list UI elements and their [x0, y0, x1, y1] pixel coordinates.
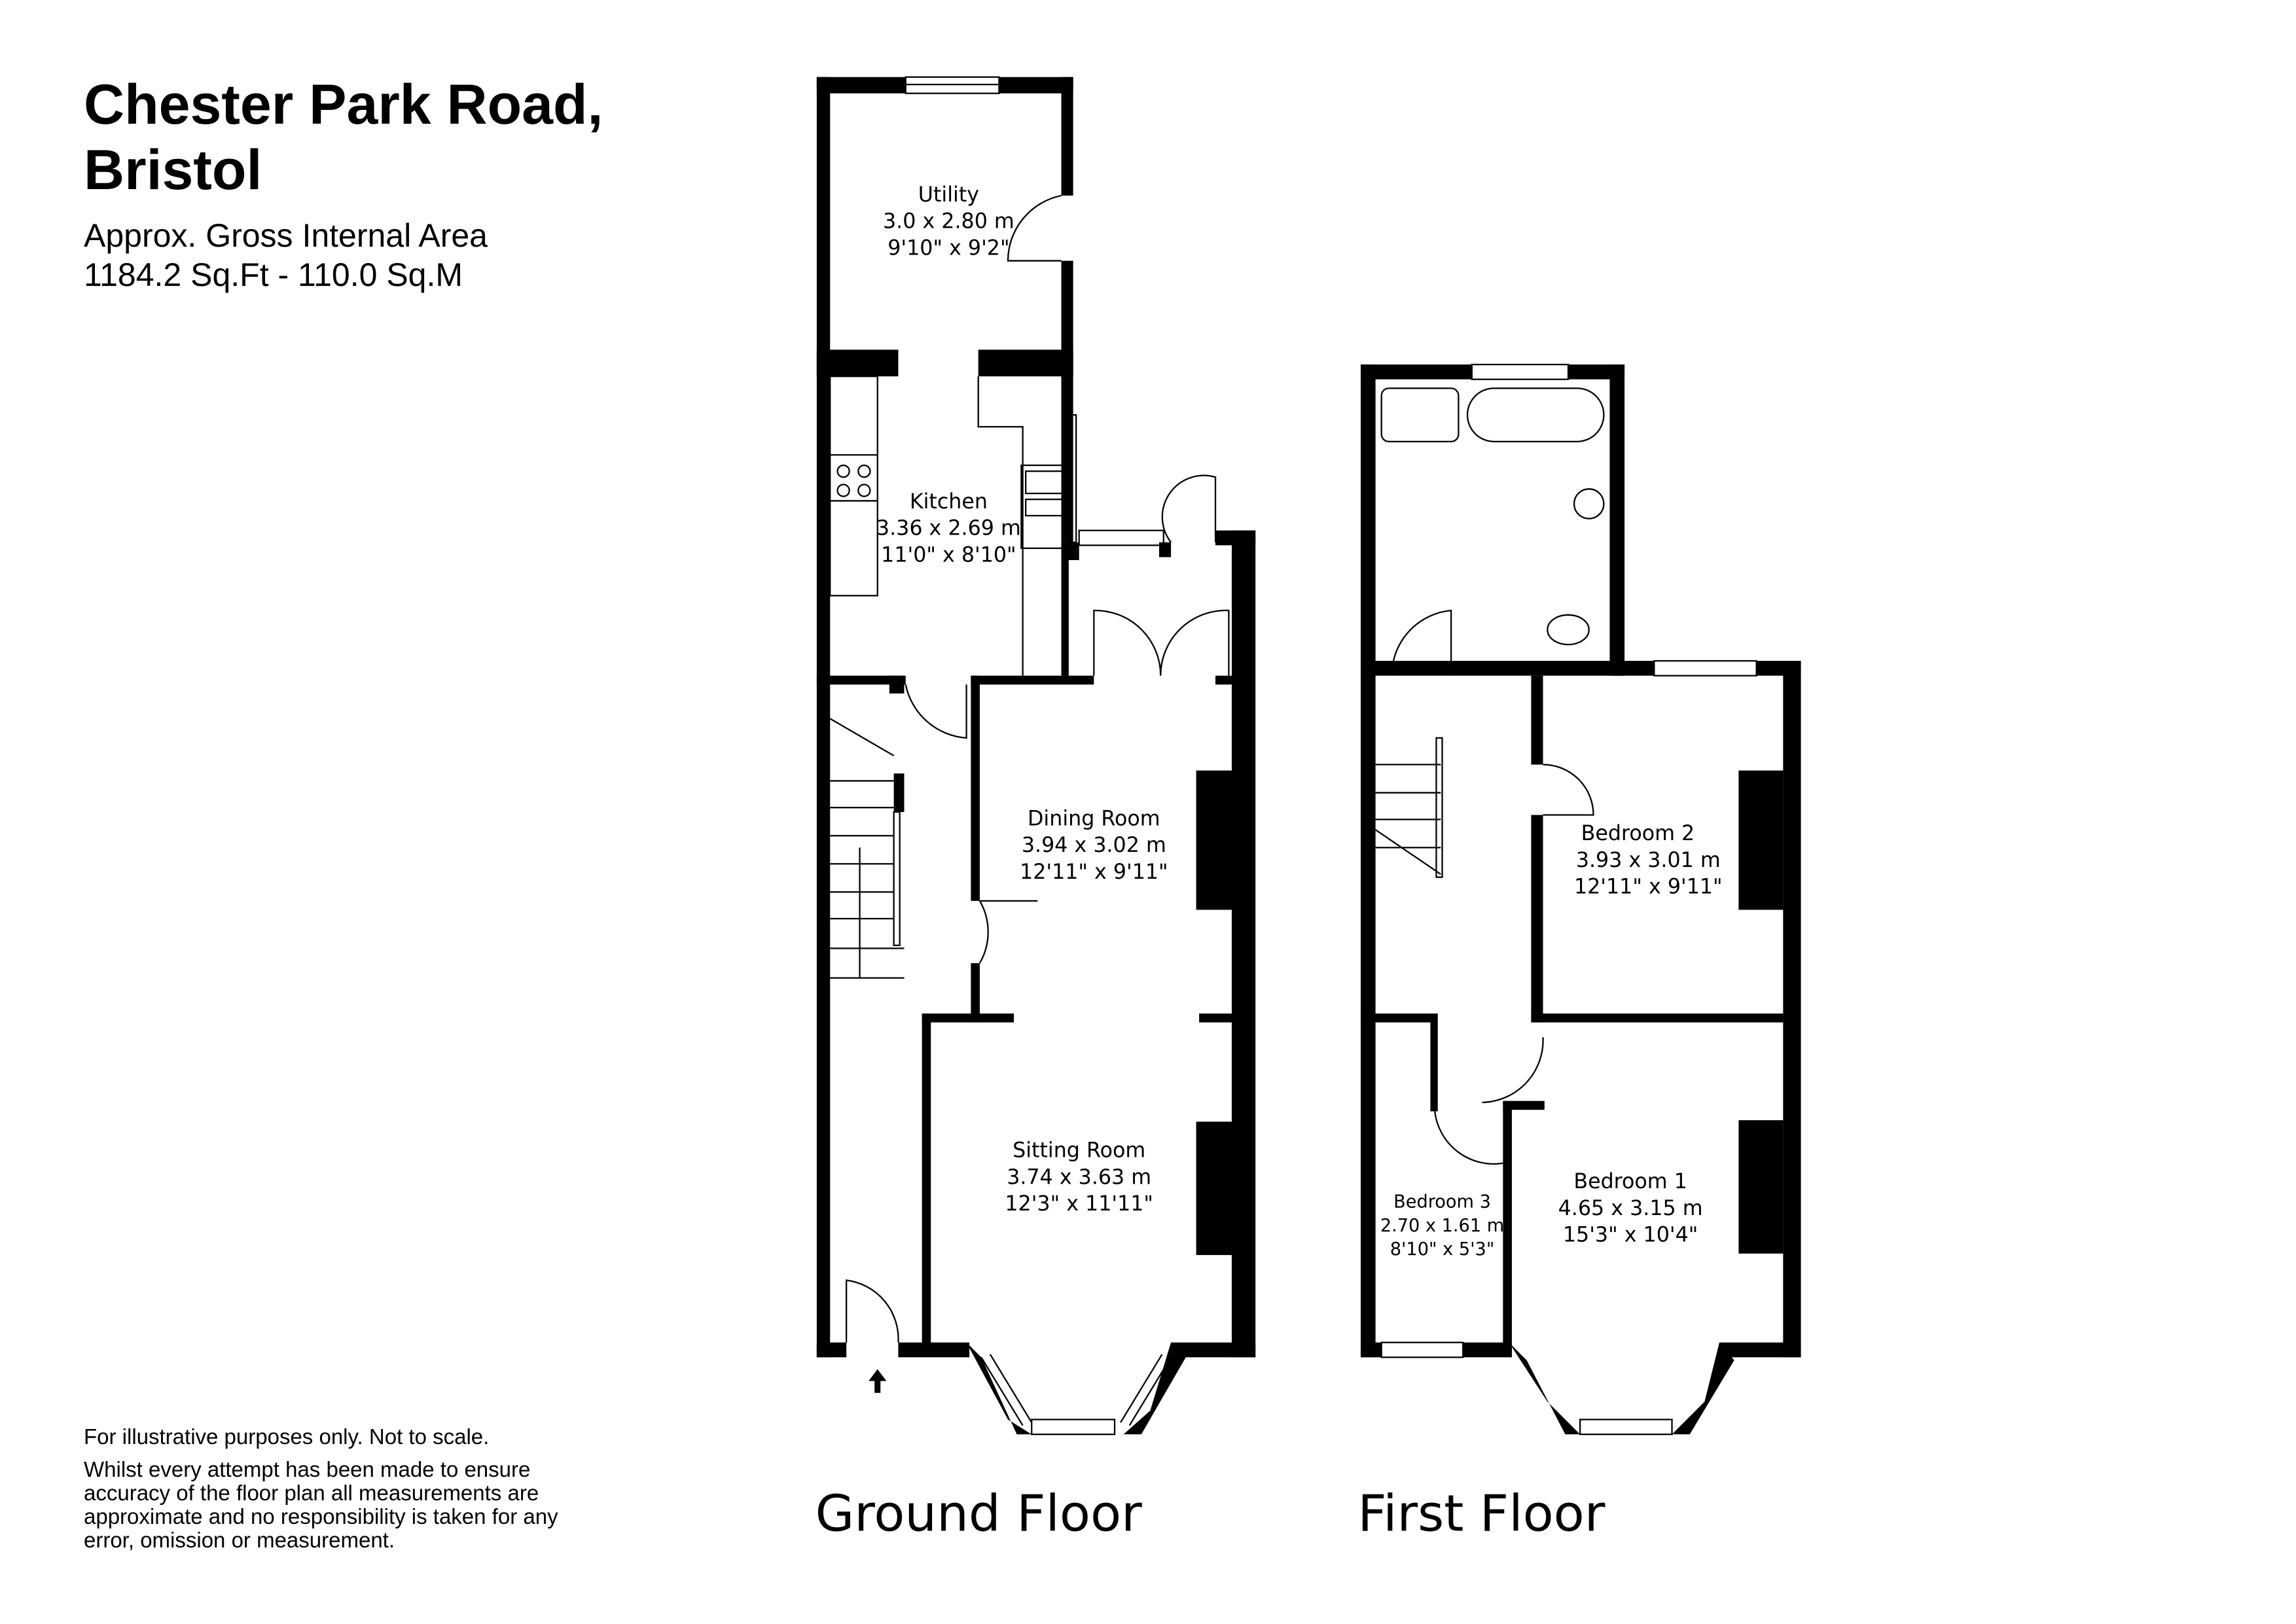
sitting-metric: 3.74 x 3.63 m	[1007, 1165, 1151, 1189]
bedroom2-imperial: 12'11" x 9'11"	[1574, 875, 1723, 899]
bedroom2-metric: 3.93 x 3.01 m	[1576, 849, 1721, 872]
first-floor-label: First Floor	[1357, 1485, 1605, 1543]
first-floor-room-labels: Bedroom 2 3.93 x 3.01 m 12'11" x 9'11" B…	[1380, 822, 1723, 1260]
utility-imperial: 9'10" x 9'2"	[888, 237, 1009, 260]
first-floor-fixtures	[1374, 363, 1757, 1436]
ground-floor-room-labels: Utility 3.0 x 2.80 m 9'10" x 9'2" Kitche…	[876, 183, 1168, 1216]
bedroom2-name: Bedroom 2	[1581, 822, 1695, 845]
kitchen-name: Kitchen	[910, 490, 988, 514]
disclaimer-line-1: For illustrative purposes only. Not to s…	[84, 1424, 490, 1449]
utility-metric: 3.0 x 2.80 m	[883, 210, 1014, 234]
bedroom3-imperial: 8'10" x 5'3"	[1390, 1239, 1495, 1260]
sitting-name: Sitting Room	[1013, 1139, 1145, 1163]
ground-floor-fixtures	[829, 76, 1230, 1436]
disclaimer-line-2: Whilst every attempt has been made to en…	[84, 1457, 558, 1552]
ground-floor-label: Ground Floor	[816, 1485, 1143, 1543]
bedroom1-imperial: 15'3" x 10'4"	[1563, 1224, 1698, 1247]
kitchen-imperial: 11'0" x 8'10"	[881, 543, 1016, 567]
bedroom3-metric: 2.70 x 1.61 m	[1380, 1216, 1504, 1236]
gross-area: Approx. Gross Internal Area 1184.2 Sq.Ft…	[84, 216, 488, 294]
title-line-1: Chester Park Road,	[84, 73, 603, 136]
dining-name: Dining Room	[1028, 807, 1160, 830]
area-label: Approx. Gross Internal Area	[84, 217, 488, 254]
kitchen-metric: 3.36 x 2.69 m	[876, 517, 1021, 540]
property-title: Chester Park Road, Bristol	[84, 72, 603, 203]
disclaimer: For illustrative purposes only. Not to s…	[84, 1425, 607, 1561]
title-line-2: Bristol	[84, 139, 262, 202]
ground-floor-walls	[816, 77, 1256, 1435]
dining-metric: 3.94 x 3.02 m	[1022, 834, 1166, 857]
utility-name: Utility	[918, 183, 979, 207]
bedroom3-name: Bedroom 3	[1393, 1192, 1491, 1212]
bedroom1-metric: 4.65 x 3.15 m	[1558, 1197, 1703, 1220]
area-value: 1184.2 Sq.Ft - 110.0 Sq.M	[84, 256, 463, 293]
bedroom1-name: Bedroom 1	[1573, 1170, 1687, 1193]
dining-imperial: 12'11" x 9'11"	[1020, 860, 1168, 884]
entrance-arrow-icon	[869, 1369, 887, 1393]
first-floor-walls	[1360, 364, 1801, 1435]
sitting-imperial: 12'3" x 11'11"	[1005, 1192, 1153, 1216]
